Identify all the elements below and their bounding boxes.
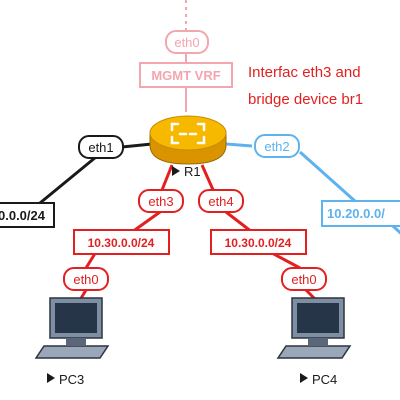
pc4-eth0-label: eth0: [291, 272, 316, 287]
link-r1-eth2: [225, 142, 253, 148]
pc3-net-box: [73, 229, 170, 255]
eth1-label: eth1: [88, 140, 113, 155]
router-arrow-se: [196, 135, 206, 145]
eth1-box: [78, 135, 124, 159]
pc4-play-triangle-icon: [300, 373, 308, 383]
pc4-stand: [308, 338, 328, 346]
pc4-name: PC4: [312, 372, 337, 387]
link-r1-eth1: [121, 142, 153, 149]
router-arrow-ne: [196, 122, 206, 132]
mgmt-vrf-box: [139, 62, 233, 88]
eth2-label: eth2: [264, 139, 289, 154]
router-arrow-sw: [170, 135, 180, 145]
eth3-box: [138, 189, 184, 213]
link-eth4-net: [225, 210, 253, 234]
pc3-eth0-label: eth0: [73, 272, 98, 287]
eth4-box: [198, 189, 244, 213]
pc3-name: PC3: [59, 372, 84, 387]
pc4-net-label: 10.30.0.0/24: [225, 236, 292, 250]
mgmt-eth0-box: [165, 30, 209, 54]
right-net-label: 10.20.0.0/: [327, 206, 385, 221]
pc3-computer[interactable]: [34, 297, 110, 359]
pc4-computer[interactable]: [276, 297, 352, 359]
right-net-box: [321, 200, 400, 227]
left-net-box: [0, 202, 55, 228]
pc4-eth0-box: [281, 267, 327, 291]
note-line-2: bridge device br1: [248, 91, 363, 108]
pc3-keyboard: [34, 345, 110, 359]
link-r1-eth3: [160, 164, 174, 191]
note-line-1: Interfac eth3 and: [248, 64, 361, 81]
pc4-keyboard: [276, 345, 352, 359]
link-eth1-left-net: [39, 155, 97, 205]
link-eth2-right-net: [299, 150, 357, 204]
router-r1[interactable]: [149, 115, 227, 165]
pc4-screen: [297, 303, 339, 333]
router-arrow-nw: [170, 122, 180, 132]
eth3-label: eth3: [148, 194, 173, 209]
left-net-label: 0.0.0/24: [0, 208, 46, 223]
mgmt-vrf-label: MGMT VRF: [151, 68, 220, 83]
link-eth3-net: [131, 210, 161, 234]
pc3-stand: [66, 338, 86, 346]
router-top: [149, 115, 227, 151]
eth2-box: [254, 134, 300, 158]
pc3-net-label: 10.30.0.0/24: [88, 236, 155, 250]
pc3-play-triangle-icon: [47, 373, 55, 383]
mgmt-eth0-label: eth0: [174, 35, 199, 50]
link-r1-eth4: [200, 164, 216, 193]
link-right-net-offscreen: [391, 224, 400, 235]
router-name: R1: [184, 164, 201, 179]
play-triangle-icon: [172, 166, 180, 176]
eth4-label: eth4: [208, 194, 233, 209]
pc3-eth0-box: [63, 267, 109, 291]
pc3-screen: [55, 303, 97, 333]
pc4-net-box: [210, 229, 307, 255]
